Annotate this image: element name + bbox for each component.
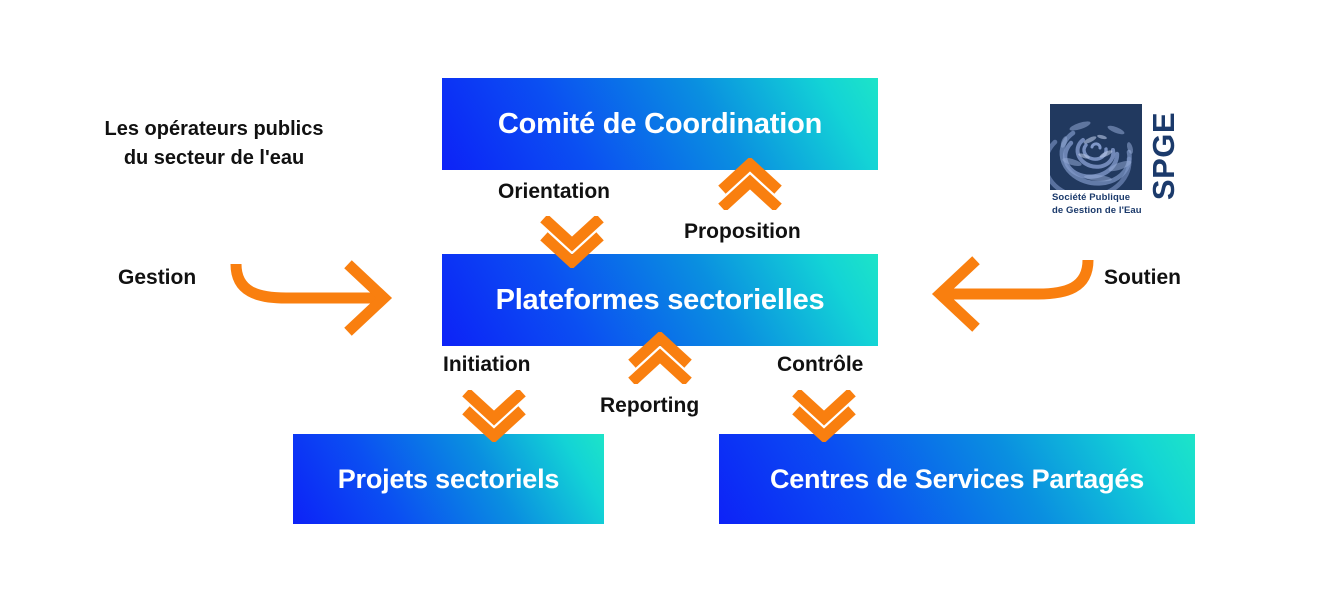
arrow-down-orientation-icon [540, 214, 604, 270]
flow-label-proposition: Proposition [684, 220, 801, 243]
box-projets-label: Projets sectoriels [337, 463, 560, 494]
spge-acronym: SPGE [1144, 100, 1184, 200]
arrow-curved-left-soutien-icon [928, 254, 1096, 336]
flow-label-soutien: Soutien [1104, 266, 1181, 289]
arrow-curved-right-gestion-icon [228, 258, 396, 340]
flow-label-gestion: Gestion [118, 266, 197, 289]
spge-subtitle-line-2: de Gestion de l'Eau [1052, 204, 1142, 216]
box-centres-label: Centres de Services Partagés [769, 463, 1145, 494]
flow-label-orientation: Orientation [498, 180, 611, 203]
box-plateformes-sectorielles[interactable]: Plateformes sectorielles [442, 254, 878, 346]
spge-acronym-text: SPGE [1146, 111, 1181, 201]
arrow-down-controle-icon [792, 388, 856, 444]
spge-logo: SPGE Société Publique de Gestion de l'Ea… [1050, 100, 1186, 225]
spge-water-vortex-icon [1050, 104, 1142, 190]
arrow-up-proposition-icon [718, 156, 782, 212]
box-projets-sectoriels[interactable]: Projets sectoriels [293, 434, 604, 524]
intro-title: Les opérateurs publics du secteur de l'e… [104, 118, 324, 169]
box-centres-de-services-partages[interactable]: Centres de Services Partagés [719, 434, 1195, 524]
box-comite-label: Comité de Coordination [497, 107, 823, 140]
arrow-up-reporting-icon [628, 330, 692, 386]
spge-subtitle-line-1: Société Publique [1052, 192, 1131, 203]
arrow-down-initiation-icon [462, 388, 526, 444]
flow-label-reporting: Reporting [600, 394, 700, 417]
flow-label-initiation: Initiation [443, 353, 531, 376]
spge-subtitle: Société Publique de Gestion de l'Eau [1052, 192, 1178, 217]
box-plateformes-label: Plateformes sectorielles [495, 283, 825, 316]
flow-label-controle: Contrôle [777, 353, 864, 376]
box-comite-de-coordination[interactable]: Comité de Coordination [442, 78, 878, 170]
